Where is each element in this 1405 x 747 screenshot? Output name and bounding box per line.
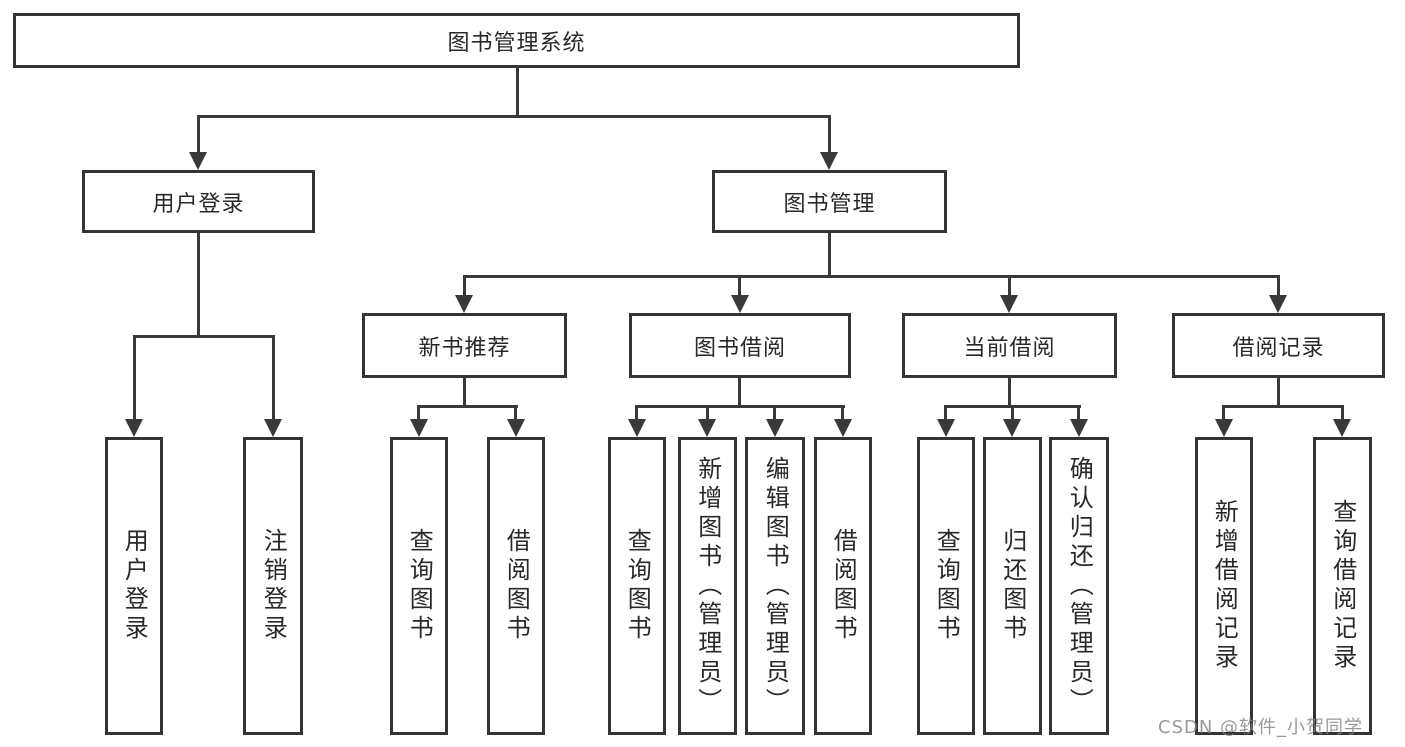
leaf-borrowing-query-books: 查询图书	[608, 437, 666, 735]
arrow-down-icon	[125, 419, 143, 437]
connector-borrowing-stem-3	[773, 405, 776, 421]
node-current-borrowing: 当前借阅	[902, 313, 1117, 378]
connector-borrowing-stem-2	[706, 405, 709, 421]
arrow-down-icon	[189, 152, 207, 170]
leaf-label: 借阅图书	[502, 528, 531, 644]
connector-bookmgmt-stem-4	[1277, 275, 1280, 299]
connector-borrowing-trunk	[738, 378, 741, 405]
connector-root-stem-left	[197, 115, 200, 155]
connector-recommend-stem-2	[514, 405, 517, 421]
leaf-recommend-borrow-books: 借阅图书	[487, 437, 545, 735]
connector-records-stem-1	[1222, 405, 1225, 421]
arrow-down-icon	[820, 152, 838, 170]
leaf-label: 查询图书	[405, 528, 434, 644]
arrow-down-icon	[937, 419, 955, 437]
connector-borrowing-bar	[635, 405, 845, 408]
connector-current-stem-2	[1011, 405, 1014, 421]
arrow-down-icon	[1003, 419, 1021, 437]
leaf-records-add-record: 新增借阅记录	[1195, 437, 1253, 735]
leaf-label: 借阅图书	[829, 528, 858, 644]
connector-records-stem-2	[1341, 405, 1344, 421]
node-new-book-recommend: 新书推荐	[362, 313, 567, 378]
connector-bookmgmt-trunk	[828, 233, 831, 275]
node-book-borrowing: 图书借阅	[629, 313, 851, 378]
leaf-label: 用户登录	[120, 528, 149, 644]
node-label: 借阅记录	[1232, 335, 1325, 361]
leaf-current-query-books: 查询图书	[917, 437, 975, 735]
connector-bookmgmt-stem-3	[1008, 275, 1011, 299]
connector-current-stem-3	[1077, 405, 1080, 421]
arrow-down-icon	[410, 419, 428, 437]
arrow-down-icon	[1333, 419, 1351, 437]
leaf-borrowing-add-books-admin: 新增图书（管理员）	[678, 437, 737, 735]
arrow-down-icon	[264, 419, 282, 437]
arrow-down-icon	[766, 419, 784, 437]
leaf-label: 归还图书	[998, 528, 1027, 644]
leaf-label: 注销登录	[259, 528, 288, 644]
leaf-label: 新增图书（管理员）	[693, 455, 722, 717]
leaf-label: 查询借阅记录	[1328, 499, 1357, 673]
connector-borrowing-stem-1	[635, 405, 638, 421]
node-label: 图书管理	[783, 191, 876, 217]
arrow-down-icon	[1000, 295, 1018, 313]
arrow-down-icon	[1215, 419, 1233, 437]
arrow-down-icon	[455, 295, 473, 313]
leaf-logout: 注销登录	[243, 437, 303, 735]
leaf-label: 确认归还（管理员）	[1065, 455, 1094, 717]
node-user-login: 用户登录	[82, 170, 315, 233]
arrow-down-icon	[507, 419, 525, 437]
connector-borrowing-stem-4	[841, 405, 844, 421]
connector-userlogin-stem-2	[272, 335, 275, 421]
arrow-down-icon	[731, 295, 749, 313]
node-borrowing-records: 借阅记录	[1172, 313, 1385, 378]
arrow-down-icon	[1269, 295, 1287, 313]
leaf-label: 编辑图书（管理员）	[761, 455, 790, 717]
arrow-down-icon	[628, 419, 646, 437]
leaf-borrowing-borrow-books: 借阅图书	[814, 437, 872, 735]
connector-root-stem-right	[828, 115, 831, 155]
connector-root-trunk	[516, 68, 519, 115]
leaf-current-return-books: 归还图书	[983, 437, 1042, 735]
connector-bookmgmt-bar	[463, 275, 1280, 278]
connector-records-trunk	[1277, 378, 1280, 405]
connector-recommend-bar	[417, 405, 518, 408]
node-label: 图书管理系统	[447, 30, 586, 56]
leaf-user-login: 用户登录	[105, 437, 163, 735]
node-label: 新书推荐	[418, 335, 511, 361]
node-book-management: 图书管理	[712, 170, 947, 233]
connector-userlogin-bar	[133, 335, 275, 338]
connector-userlogin-trunk	[197, 233, 200, 335]
connector-records-bar	[1222, 405, 1344, 408]
connector-current-stem-1	[944, 405, 947, 421]
connector-userlogin-stem-1	[133, 335, 136, 421]
leaf-label: 查询图书	[932, 528, 961, 644]
connector-current-trunk	[1008, 378, 1011, 405]
arrow-down-icon	[1070, 419, 1088, 437]
connector-bookmgmt-stem-2	[738, 275, 741, 299]
leaf-records-query-record: 查询借阅记录	[1313, 437, 1372, 735]
node-label: 当前借阅	[963, 335, 1056, 361]
arrow-down-icon	[698, 419, 716, 437]
connector-recommend-trunk	[463, 378, 466, 405]
connector-recommend-stem-1	[417, 405, 420, 421]
leaf-label: 查询图书	[623, 528, 652, 644]
arrow-down-icon	[834, 419, 852, 437]
leaf-label: 新增借阅记录	[1210, 499, 1239, 673]
leaf-borrowing-edit-books-admin: 编辑图书（管理员）	[745, 437, 805, 735]
csdn-watermark: CSDN @软件_小贺同学	[1158, 717, 1364, 738]
node-library-management-system: 图书管理系统	[13, 13, 1020, 68]
leaf-recommend-query-books: 查询图书	[390, 437, 448, 735]
leaf-current-confirm-return-admin: 确认归还（管理员）	[1049, 437, 1109, 735]
connector-bookmgmt-stem-1	[463, 275, 466, 299]
node-label: 图书借阅	[693, 335, 786, 361]
node-label: 用户登录	[152, 191, 245, 217]
connector-root-bar	[197, 115, 831, 118]
